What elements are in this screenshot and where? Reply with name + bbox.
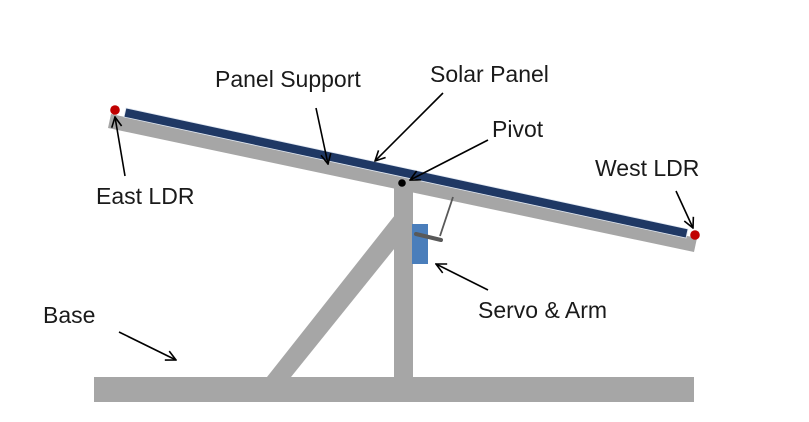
solar-panel-arrow: [375, 92, 444, 161]
east-ldr-label: East LDR: [96, 183, 194, 209]
base: [94, 377, 694, 402]
solar-panel: [123, 107, 689, 239]
panel-support-arrow: [315, 107, 328, 164]
servo-linkage: [439, 196, 454, 237]
solar-panel-label: Solar Panel: [430, 61, 549, 87]
callout-arrows: [115, 92, 693, 360]
vertical-post: [394, 172, 413, 377]
pivot-label: Pivot: [492, 116, 544, 142]
east-ldr-arrow: [115, 117, 126, 177]
servo-arm: [414, 232, 443, 242]
east-ldr-sensor: [110, 105, 120, 115]
base-arrow: [118, 331, 176, 360]
west-ldr-sensor: [690, 230, 700, 240]
panel-support-label: Panel Support: [215, 66, 361, 92]
servo-arm-label: Servo & Arm: [478, 297, 607, 323]
west-ldr-label: West LDR: [595, 155, 699, 181]
servo-arm-arrow: [436, 264, 489, 291]
pivot-arrow: [410, 139, 489, 180]
west-ldr-arrow: [675, 190, 693, 228]
pivot-point: [398, 179, 406, 187]
diagonal-brace: [267, 210, 411, 377]
servo-body: [412, 224, 428, 264]
base-label: Base: [43, 302, 95, 328]
